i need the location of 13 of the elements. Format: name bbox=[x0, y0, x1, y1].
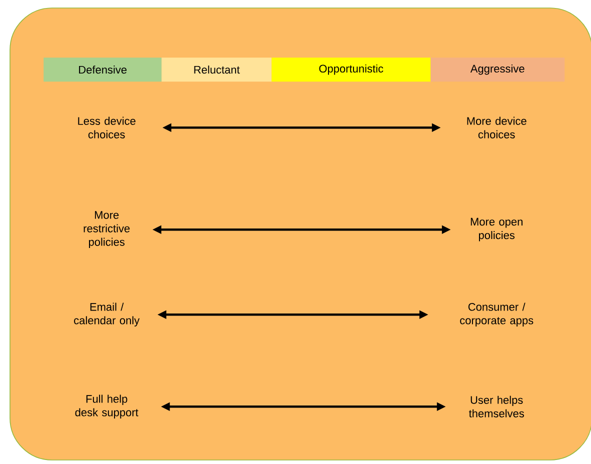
scale-label: Email / calendar only bbox=[74, 302, 140, 326]
category-cell: Opportunistic bbox=[272, 58, 431, 82]
category-cell: Defensive bbox=[44, 58, 162, 82]
scale-label: More restrictive policies bbox=[84, 211, 130, 248]
category-cell: Aggressive bbox=[430, 58, 565, 82]
scale-label: Less device choices bbox=[78, 116, 136, 138]
panel-background bbox=[10, 8, 591, 460]
scale-label: User helps themselves bbox=[468, 396, 524, 418]
scale-label: More open policies bbox=[470, 218, 522, 242]
category-cell: Reluctant bbox=[162, 58, 272, 82]
scale-label: More device choices bbox=[467, 116, 526, 138]
scale-label: Consumer / corporate apps bbox=[460, 302, 534, 326]
scale-label: Full help desk support bbox=[75, 394, 138, 418]
